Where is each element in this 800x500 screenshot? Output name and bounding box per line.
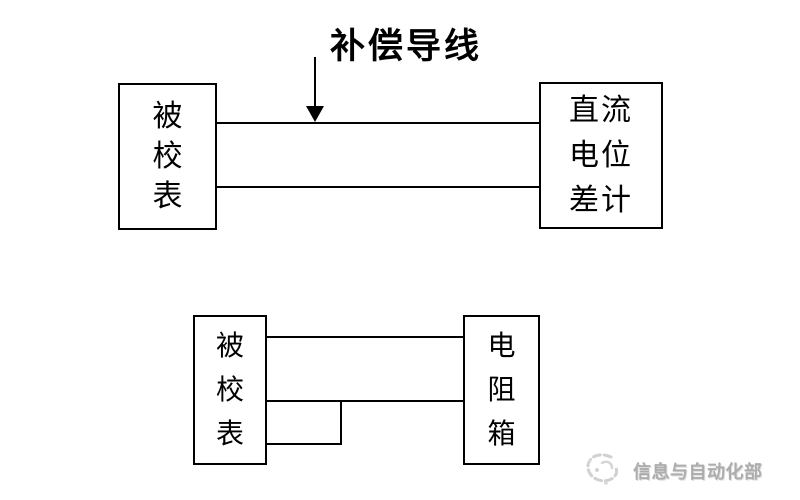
top-circuit-upper-wire [217,122,539,124]
box-text-line: 表 [215,418,244,449]
box-text-line: 表 [152,179,183,213]
box-text-line: 阻 [487,374,516,405]
box-text-line: 校 [215,374,244,405]
compensation-wire-caption: 补偿导线 [330,27,483,66]
meter-under-test-box-bottom: 被 校 表 [193,315,267,465]
watermark-text: 信息与自动化部 [633,462,763,482]
dc-potentiometer-box: 直流 电位 差计 [539,82,663,229]
down-arrow-icon [306,106,324,122]
swirl-logo-icon [586,453,619,485]
resistance-box: 电 阻 箱 [463,315,540,465]
bottom-circuit-middle-wire [267,400,463,402]
box-text-line: 校 [152,139,183,173]
bottom-circuit-upper-wire [267,336,463,338]
box-text-line: 电 [487,330,516,361]
watermark: 信息与自动化部 [582,450,763,492]
meter-under-test-box-top: 被 校 表 [118,83,217,230]
box-text-line: 被 [215,330,244,361]
down-arrow-line [314,57,316,108]
box-text-line: 箱 [487,418,516,449]
bottom-circuit-branch-wire [267,443,342,445]
box-text-line: 被 [152,99,183,133]
bottom-circuit-branch-riser [340,400,342,445]
box-text-line: 差计 [569,184,633,217]
box-text-line: 直流 [569,94,633,127]
box-text-line: 电位 [569,139,633,172]
top-circuit-lower-wire [217,186,539,188]
